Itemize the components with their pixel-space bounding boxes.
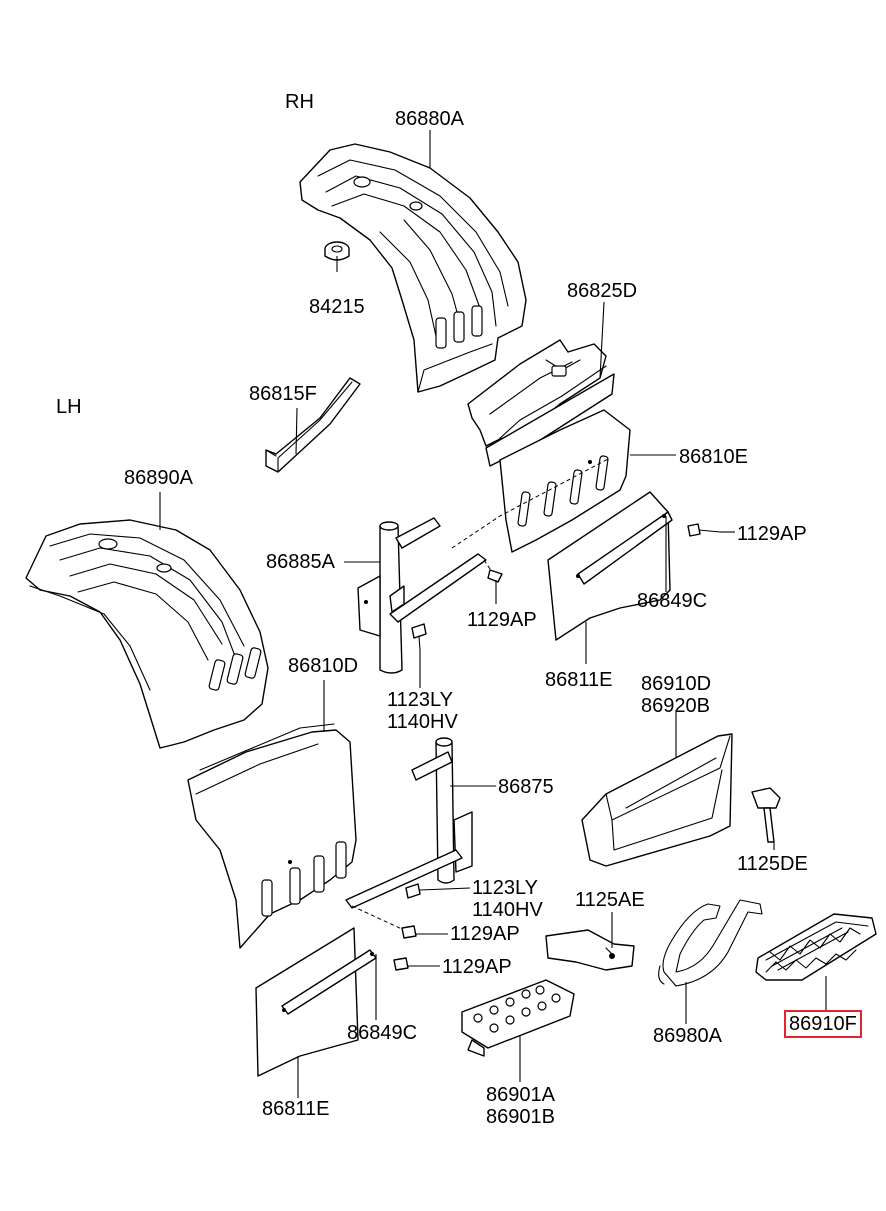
bolt-1123ly-upper-part xyxy=(411,623,427,651)
callout-86811e-right[interactable]: 86811E xyxy=(545,669,613,691)
callout-1129ap-right[interactable]: 1129AP xyxy=(737,523,807,545)
step-box-86910d-part xyxy=(581,733,733,867)
rh-side-label: RH xyxy=(285,91,314,113)
lh-fender-liner-part xyxy=(25,519,269,749)
lh-mudflap-86811e-part xyxy=(255,927,377,1077)
tray-86910f-part xyxy=(755,913,877,981)
callout-1140hv-b[interactable]: 1140HV xyxy=(472,899,543,921)
callout-1125de[interactable]: 1125DE xyxy=(737,853,808,875)
lh-mudguard-86810d-part xyxy=(187,723,357,949)
rh-mudguard-panel-86810e-part xyxy=(499,409,631,553)
callout-1129ap-low2[interactable]: 1129AP xyxy=(442,956,512,978)
callout-86825d[interactable]: 86825D xyxy=(567,280,638,302)
leader-lines xyxy=(159,130,827,1098)
rh-fender-liner-part xyxy=(299,143,527,393)
bracket-1125ae-part xyxy=(545,929,635,971)
callout-86875[interactable]: 86875 xyxy=(498,776,554,798)
callout-1129ap-low1[interactable]: 1129AP xyxy=(450,923,520,945)
rh-mudflap-86811e-part xyxy=(547,491,673,641)
callout-86815f[interactable]: 86815F xyxy=(249,383,317,405)
callout-86980a[interactable]: 86980A xyxy=(653,1025,722,1047)
callout-86811e-left[interactable]: 86811E xyxy=(262,1098,330,1120)
bolt-1129ap-right-part xyxy=(687,523,721,537)
bolt-1129ap-mid-part xyxy=(487,569,503,583)
lh-side-label: LH xyxy=(56,396,82,418)
callout-84215[interactable]: 84215 xyxy=(309,296,365,318)
callout-86810d[interactable]: 86810D xyxy=(288,655,359,677)
step-pad-86901a-part xyxy=(461,979,575,1057)
callout-86920b[interactable]: 86920B xyxy=(641,695,710,717)
callout-86849c-left[interactable]: 86849C xyxy=(347,1022,418,1044)
callout-86901a[interactable]: 86901A xyxy=(486,1084,555,1106)
rh-mudguard-bracket-part xyxy=(467,339,615,467)
bolt-1129ap-low2-part xyxy=(393,957,409,971)
bolt-1125de-part xyxy=(751,787,781,843)
callout-1129ap-mid[interactable]: 1129AP xyxy=(467,609,537,631)
lh-stay-86875-part xyxy=(345,737,473,909)
bracket-86815f-part xyxy=(265,377,361,473)
callout-86910d[interactable]: 86910D xyxy=(641,673,712,695)
rh-stay-86885a-part xyxy=(357,517,487,674)
callout-86880a[interactable]: 86880A xyxy=(395,108,464,130)
callout-86910f-highlighted[interactable]: 86910F xyxy=(784,1010,862,1038)
hose-86980a-part xyxy=(658,899,763,987)
callout-1140hv-a[interactable]: 1140HV xyxy=(387,711,458,733)
callout-86890a[interactable]: 86890A xyxy=(124,467,193,489)
bolt-1129ap-low1-part xyxy=(401,925,417,939)
callout-86849c-right[interactable]: 86849C xyxy=(637,590,708,612)
callout-86810e[interactable]: 86810E xyxy=(679,446,748,468)
callout-86901b[interactable]: 86901B xyxy=(486,1106,555,1128)
callout-1123ly-b[interactable]: 1123LY xyxy=(472,877,538,899)
callout-86885a[interactable]: 86885A xyxy=(266,551,335,573)
callout-1123ly-a[interactable]: 1123LY xyxy=(387,689,453,711)
callout-1125ae[interactable]: 1125AE xyxy=(575,889,645,911)
